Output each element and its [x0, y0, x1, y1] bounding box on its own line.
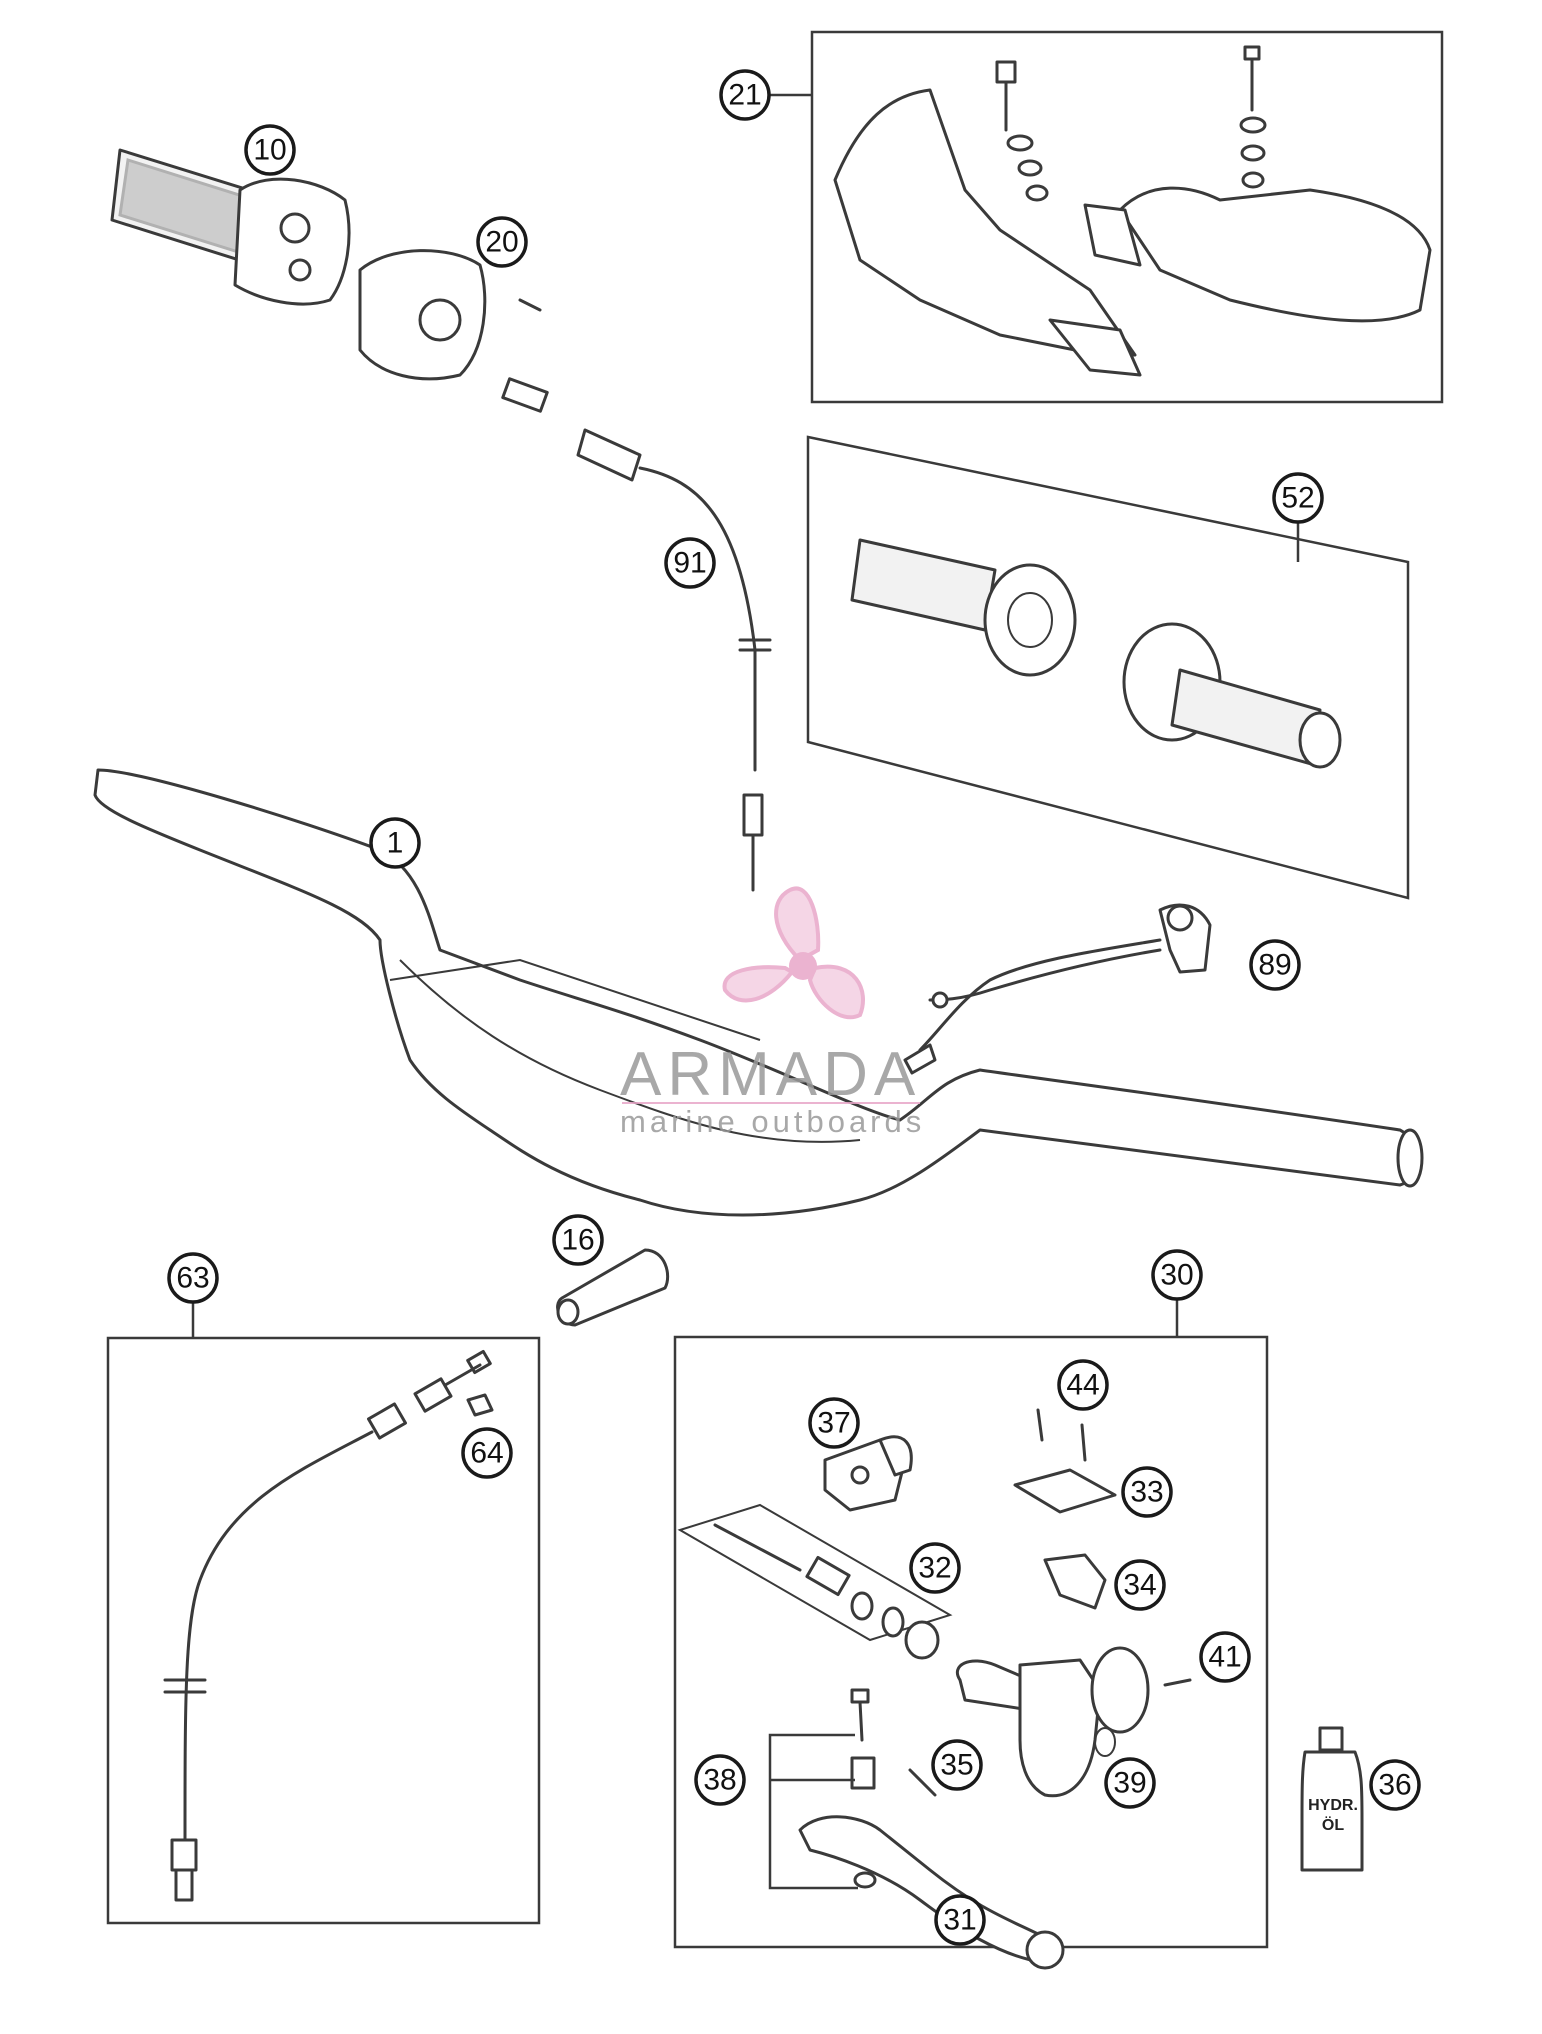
callout-1-label: 1 — [387, 827, 404, 860]
callout-44-label: 44 — [1066, 1369, 1099, 1402]
kill-switch-part — [903, 903, 1212, 1075]
callout-16: 16 — [552, 1214, 604, 1266]
callout-41: 41 — [1199, 1631, 1251, 1683]
callout-38-label: 38 — [703, 1764, 736, 1797]
cover-screws-part — [1036, 1408, 1087, 1462]
callout-52-label: 52 — [1281, 482, 1314, 515]
callout-31: 31 — [934, 1894, 986, 1946]
callout-16-label: 16 — [561, 1224, 594, 1257]
callout-20: 20 — [476, 216, 528, 268]
clutch-cable-part — [163, 1349, 492, 1902]
piston-kit-part — [677, 1503, 953, 1660]
watermark-brand: ARMADA — [620, 1040, 921, 1109]
callout-37-label: 37 — [817, 1407, 850, 1440]
callout-21: 21 — [719, 69, 771, 121]
callout-39: 39 — [1104, 1757, 1156, 1809]
callout-30-label: 30 — [1160, 1259, 1193, 1292]
group-box-handguards — [810, 30, 1444, 404]
grips-set-part — [850, 538, 1342, 769]
bottle-label-line2: ÖL — [1322, 1815, 1344, 1834]
propeller-logo-icon — [722, 886, 865, 1020]
callout-89-label: 89 — [1258, 949, 1291, 982]
callout-34-label: 34 — [1123, 1569, 1156, 1602]
throttle-cable-part — [501, 298, 772, 892]
group-box-brake-master — [673, 1335, 1269, 1949]
watermark-tagline: marine outboards — [620, 1104, 925, 1139]
callout-35-label: 35 — [940, 1749, 973, 1782]
callout-33-label: 33 — [1130, 1476, 1163, 1509]
callout-10-label: 10 — [253, 134, 286, 167]
throttle-grip-part — [110, 148, 351, 306]
bolt-part — [1163, 1678, 1192, 1687]
callout-37: 37 — [808, 1397, 860, 1449]
adjuster-nut-part — [466, 1393, 494, 1417]
group-box-clutch-cable — [106, 1336, 541, 1925]
lever-pivot-bolt-part — [850, 1688, 876, 1790]
handlebar-part — [93, 768, 1424, 1217]
callout-63: 63 — [167, 1252, 219, 1304]
callout-39-label: 39 — [1113, 1767, 1146, 1800]
callout-41-label: 41 — [1208, 1641, 1241, 1674]
callout-63-label: 63 — [176, 1262, 209, 1295]
callout-31-label: 31 — [943, 1904, 976, 1937]
callout-36: 36 — [1369, 1759, 1421, 1811]
bar-end-part — [556, 1248, 670, 1327]
brake-lever-part — [798, 1815, 1065, 1970]
armada-watermark: ARMADA marine outboards — [620, 886, 925, 1139]
bottle-label-line1: HYDR. — [1308, 1797, 1358, 1814]
handguards-part — [833, 45, 1432, 377]
callout-38: 38 — [694, 1754, 746, 1806]
throttle-housing-cover-part — [358, 249, 487, 381]
callout-64-label: 64 — [470, 1437, 503, 1470]
group-box-grips — [806, 435, 1410, 900]
callout-32-label: 32 — [918, 1552, 951, 1585]
callout-32: 32 — [909, 1542, 961, 1594]
callout-10: 10 — [244, 124, 296, 176]
callout-33: 33 — [1121, 1466, 1173, 1518]
callout-30: 30 — [1151, 1249, 1203, 1301]
callout-89: 89 — [1249, 939, 1301, 991]
callout-52: 52 — [1272, 472, 1324, 524]
master-cylinder-part — [956, 1646, 1150, 1798]
callout-1: 1 — [369, 817, 421, 869]
hydraulic-oil-bottle-part: HYDR. ÖL — [1300, 1726, 1364, 1872]
callout-35: 35 — [931, 1739, 983, 1791]
callout-36-label: 36 — [1378, 1769, 1411, 1802]
callout-91-label: 91 — [673, 547, 706, 580]
lever-spring-part — [908, 1768, 937, 1797]
callout-91: 91 — [664, 537, 716, 589]
callout-21-label: 21 — [728, 79, 761, 112]
reservoir-gasket-part — [1043, 1553, 1107, 1610]
callout-20-label: 20 — [485, 226, 518, 259]
callout-44: 44 — [1057, 1359, 1109, 1411]
reservoir-cover-part — [1013, 1468, 1117, 1514]
callout-64: 64 — [461, 1427, 513, 1479]
callout-34: 34 — [1114, 1559, 1166, 1611]
lever-group-bracket — [768, 1733, 858, 1890]
brake-clamp-part — [823, 1435, 913, 1512]
